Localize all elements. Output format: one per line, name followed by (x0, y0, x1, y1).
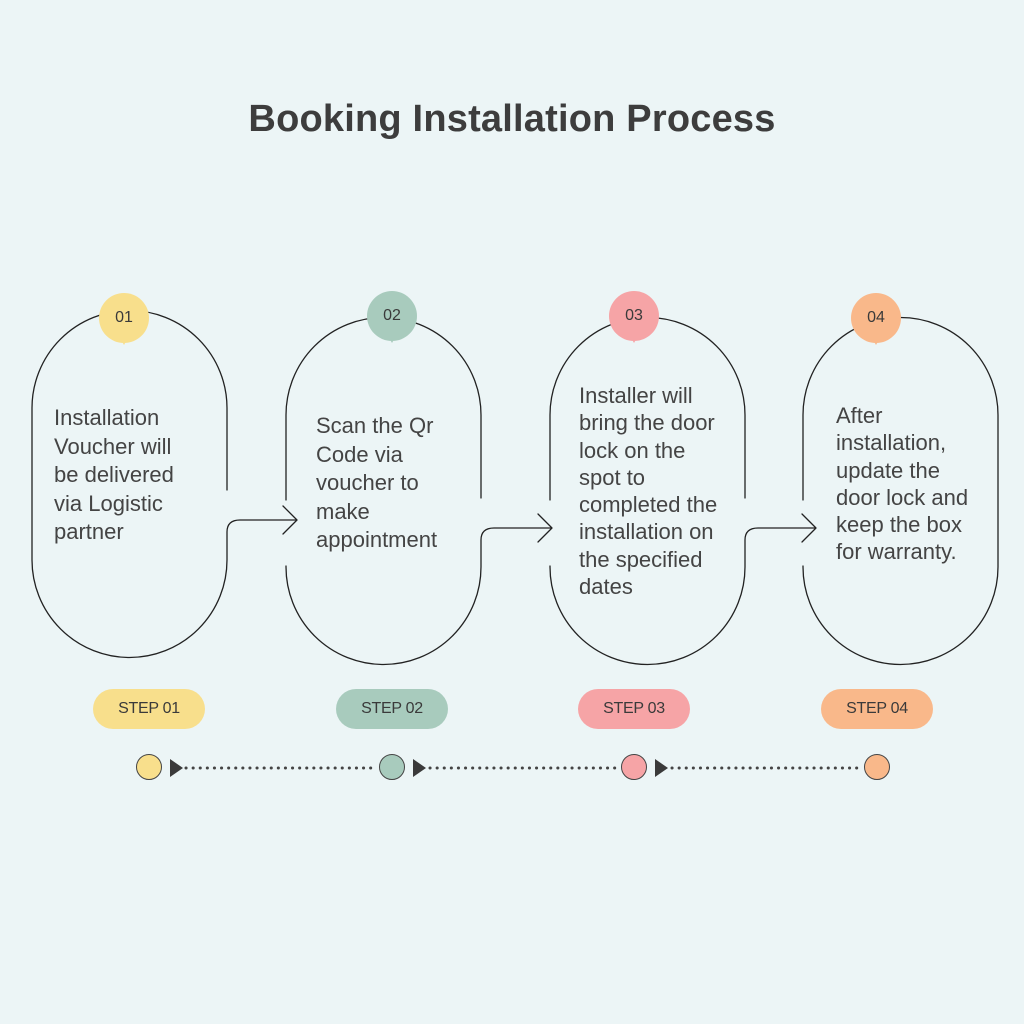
step-4-capsule (802, 316, 999, 666)
step-number: 04 (867, 309, 885, 326)
step-3-arrow-head (801, 513, 817, 543)
step-1-capsule (31, 309, 297, 659)
step-1-number-pin: 01 (99, 293, 149, 345)
step-number: 03 (625, 307, 643, 324)
step-3-badge: STEP 03 (578, 689, 690, 729)
step-3-number-pin: 03 (609, 291, 659, 343)
timeline-arrow-icon-3 (655, 759, 668, 777)
step-2-arrow-head (537, 513, 553, 543)
timeline-arrow-icon-1 (170, 759, 183, 777)
timeline-node-2 (379, 754, 405, 780)
step-1-description: Installation Voucher will be delivered v… (54, 405, 174, 544)
step-2-description: Scan the Qr Code via voucher to make app… (316, 413, 438, 552)
timeline-node-3 (621, 754, 647, 780)
step-number: 01 (115, 309, 133, 326)
step-2-number-pin: 02 (367, 291, 417, 343)
timeline-node-1 (136, 754, 162, 780)
step-4-badge: STEP 04 (821, 689, 933, 729)
timeline-arrow-icon-2 (413, 759, 426, 777)
step-1-arrow-head (282, 505, 298, 535)
step-3-description: Installer will bring the door lock on th… (579, 383, 718, 600)
page-title: Booking Installation Process (248, 98, 776, 140)
step-1-badge: STEP 01 (93, 689, 205, 729)
step-4-description: After installation, update the door lock… (836, 403, 969, 565)
timeline-node-4 (864, 754, 890, 780)
step-2-badge: STEP 02 (336, 689, 448, 729)
step-4-number-pin: 04 (851, 293, 901, 345)
step-number: 02 (383, 307, 401, 324)
